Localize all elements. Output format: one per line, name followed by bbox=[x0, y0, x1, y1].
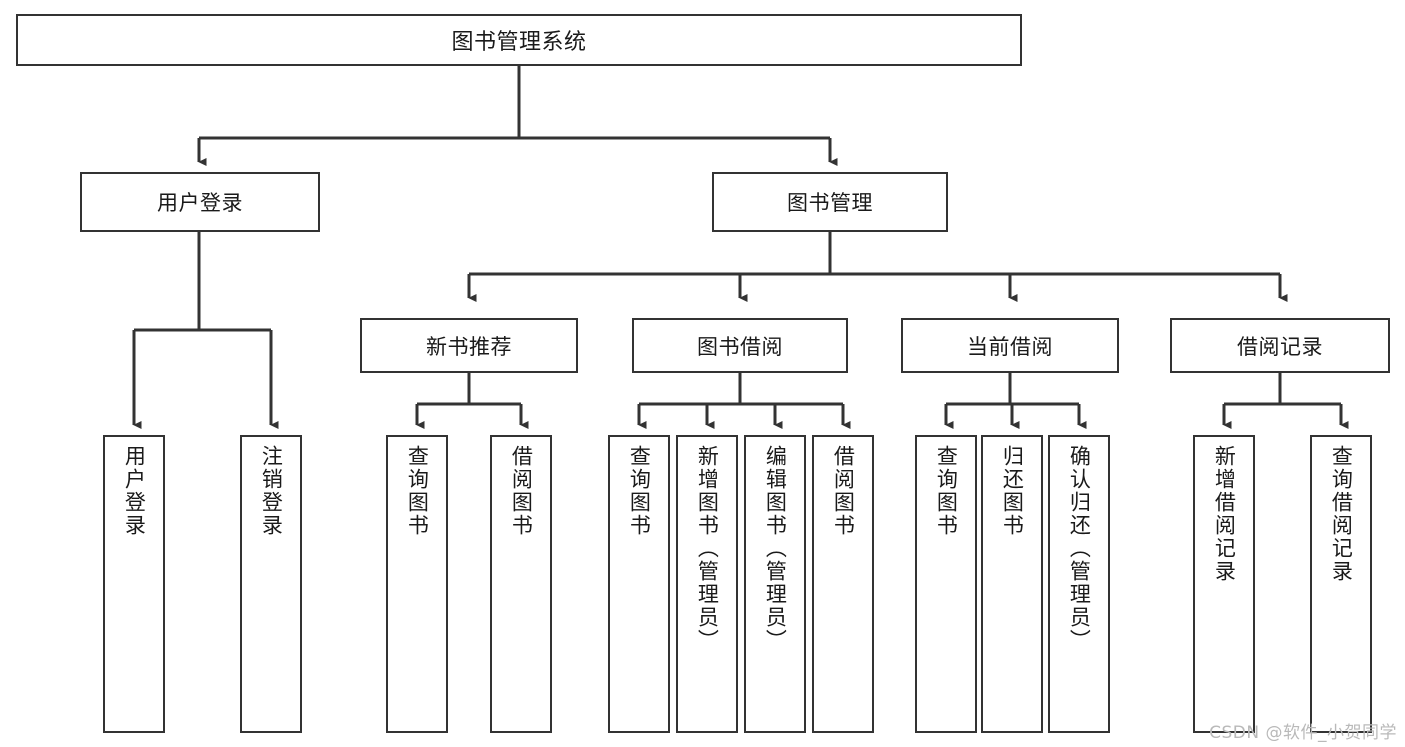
node-leaf-new-book-borrow[interactable]: 借阅图书 bbox=[490, 435, 552, 733]
node-leaf-user-login-login[interactable]: 用户登录 bbox=[103, 435, 165, 733]
node-label: 编辑图书（管理员） bbox=[763, 445, 788, 652]
node-label: 新增图书（管理员） bbox=[695, 445, 720, 652]
node-user-login[interactable]: 用户登录 bbox=[80, 172, 320, 232]
node-label: 查询图书 bbox=[627, 445, 652, 537]
node-label: 查询借阅记录 bbox=[1329, 445, 1354, 583]
node-leaf-current-borrow-confirm-return[interactable]: 确认归还（管理员） bbox=[1048, 435, 1110, 733]
node-label: 图书管理 bbox=[787, 191, 873, 215]
node-label: 借阅记录 bbox=[1237, 334, 1323, 359]
node-leaf-borrow-record-query[interactable]: 查询借阅记录 bbox=[1310, 435, 1372, 733]
node-borrow-record[interactable]: 借阅记录 bbox=[1170, 318, 1390, 373]
csdn-watermark: CSDN @软件_小贺同学 bbox=[1209, 723, 1397, 743]
node-label: 借阅图书 bbox=[509, 445, 534, 537]
node-leaf-current-borrow-return[interactable]: 归还图书 bbox=[981, 435, 1043, 733]
node-leaf-user-login-logout[interactable]: 注销登录 bbox=[240, 435, 302, 733]
node-label: 借阅图书 bbox=[831, 445, 856, 537]
node-leaf-current-borrow-query[interactable]: 查询图书 bbox=[915, 435, 977, 733]
node-label: 新增借阅记录 bbox=[1212, 445, 1237, 583]
node-leaf-book-borrow-edit[interactable]: 编辑图书（管理员） bbox=[744, 435, 806, 733]
node-label: 查询图书 bbox=[934, 445, 959, 537]
node-book-management[interactable]: 图书管理 bbox=[712, 172, 948, 232]
node-label: 图书管理系统 bbox=[451, 30, 587, 55]
node-book-borrow[interactable]: 图书借阅 bbox=[632, 318, 848, 373]
node-current-borrow[interactable]: 当前借阅 bbox=[901, 318, 1119, 373]
node-label: 确认归还（管理员） bbox=[1067, 445, 1092, 652]
node-new-book-recommend[interactable]: 新书推荐 bbox=[360, 318, 578, 373]
node-label: 新书推荐 bbox=[426, 334, 512, 359]
node-label: 用户登录 bbox=[122, 445, 147, 537]
node-leaf-borrow-record-add[interactable]: 新增借阅记录 bbox=[1193, 435, 1255, 733]
node-label: 当前借阅 bbox=[967, 334, 1053, 359]
node-leaf-new-book-query[interactable]: 查询图书 bbox=[386, 435, 448, 733]
node-label: 查询图书 bbox=[405, 445, 430, 537]
node-label: 用户登录 bbox=[157, 191, 243, 215]
node-label: 图书借阅 bbox=[697, 334, 783, 359]
node-leaf-book-borrow-borrow[interactable]: 借阅图书 bbox=[812, 435, 874, 733]
node-leaf-book-borrow-query[interactable]: 查询图书 bbox=[608, 435, 670, 733]
node-label: 归还图书 bbox=[1000, 445, 1025, 537]
node-root-book-management-system[interactable]: 图书管理系统 bbox=[16, 14, 1022, 66]
node-label: 注销登录 bbox=[259, 445, 284, 537]
node-leaf-book-borrow-add[interactable]: 新增图书（管理员） bbox=[676, 435, 738, 733]
